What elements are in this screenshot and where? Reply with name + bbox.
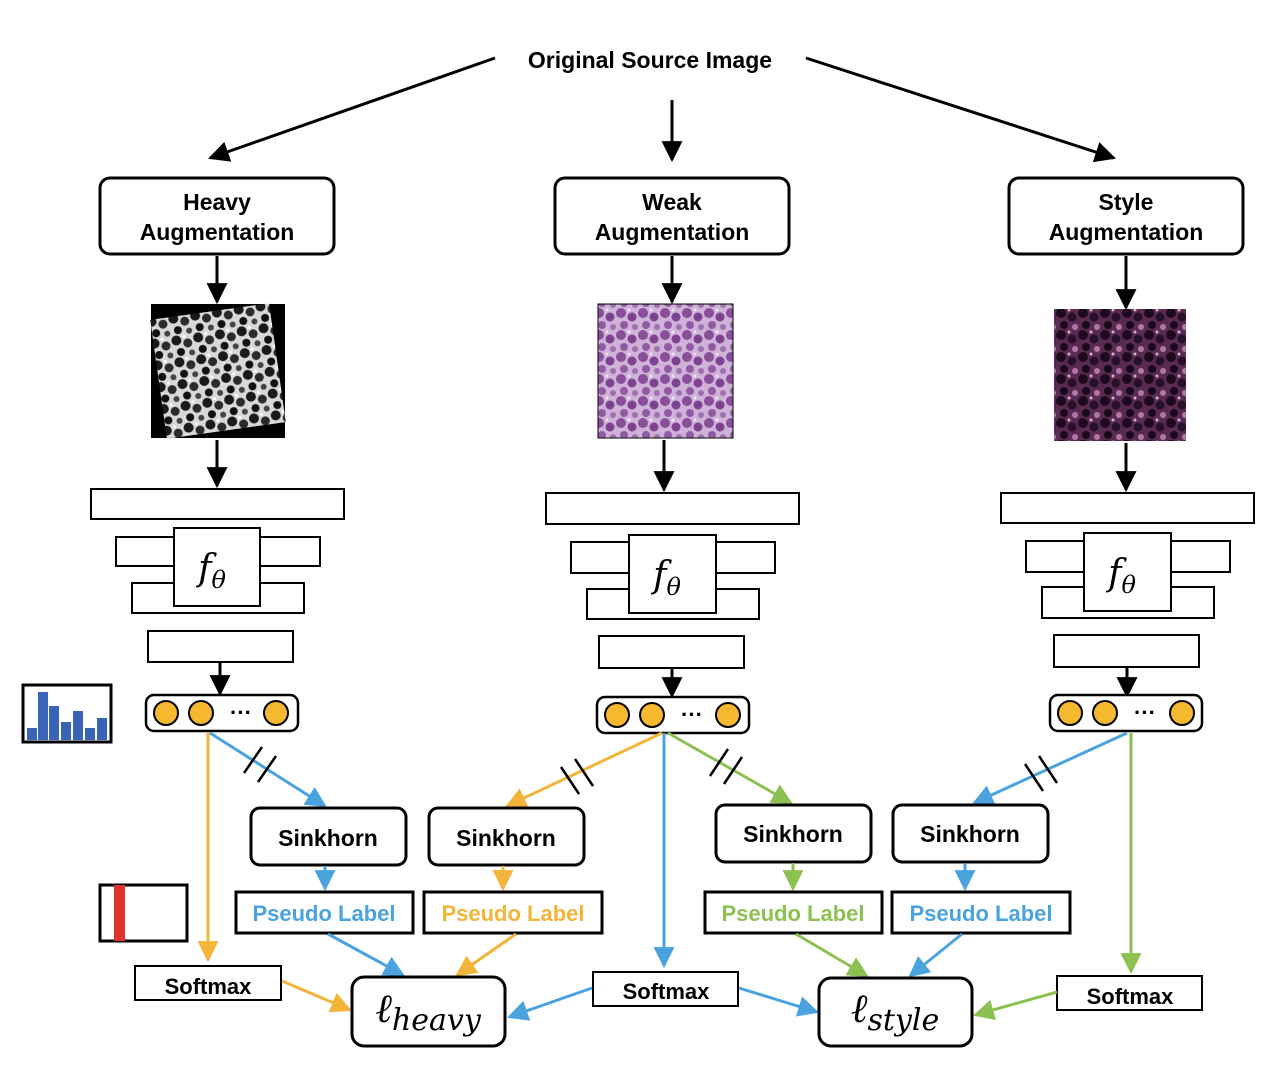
svg-text:Sinkhorn: Sinkhorn — [920, 821, 1020, 847]
loss-heavy-box: ℓheavy — [350, 975, 507, 1048]
diagram-title: Original Source Image — [528, 47, 772, 73]
sinkhorn-box-2: Sinkhorn — [427, 806, 586, 867]
arrow-to-heavy — [208, 56, 496, 162]
weak-to-sinkhorn-orange-arrow — [505, 731, 663, 808]
loss-heavy-label: ℓheavy — [375, 986, 482, 1038]
heavy-aug-line1: Heavy — [183, 189, 251, 215]
heavy-encoder: fθ — [90, 488, 345, 663]
svg-text:Softmax: Softmax — [623, 979, 711, 1004]
histogram-icon — [21, 683, 113, 744]
svg-text:Pseudo Label: Pseudo Label — [441, 901, 584, 926]
weak-augmented-image — [597, 303, 734, 439]
softmax-box-weak: Softmax — [592, 971, 739, 1007]
double-slash-icon — [559, 758, 595, 795]
svg-text:Softmax: Softmax — [165, 974, 253, 999]
pseudo-label-box-4: Pseudo Label — [890, 890, 1072, 935]
sinkhorn-box-3: Sinkhorn — [714, 803, 873, 864]
svg-text:Sinkhorn: Sinkhorn — [278, 825, 378, 851]
svg-text:···: ··· — [681, 702, 703, 727]
style-augmentation-box: Style Augmentation — [1007, 176, 1245, 256]
weak-aug-line1: Weak — [642, 189, 702, 215]
style-feature-vector: ··· — [1048, 693, 1204, 733]
softmax-box-style: Softmax — [1056, 975, 1203, 1011]
svg-text:Sinkhorn: Sinkhorn — [456, 825, 556, 851]
svg-text:Softmax: Softmax — [1087, 984, 1175, 1009]
sinkhorn-box-1: Sinkhorn — [249, 806, 408, 867]
heavy-feature-vector: ··· — [144, 693, 300, 733]
double-slash-icon — [708, 748, 744, 785]
sinkhorn-box-4: Sinkhorn — [891, 803, 1050, 864]
svg-text:···: ··· — [230, 700, 252, 725]
weak-encoder: fθ — [545, 492, 800, 669]
loss-style-box: ℓstyle — [817, 976, 974, 1048]
pseudo-label-box-1: Pseudo Label — [234, 890, 415, 935]
svg-text:Pseudo Label: Pseudo Label — [252, 901, 395, 926]
svg-text:Sinkhorn: Sinkhorn — [743, 821, 843, 847]
arrow-to-style — [805, 56, 1116, 163]
style-aug-line1: Style — [1099, 189, 1154, 215]
one-hot-icon — [98, 883, 189, 943]
weak-to-sinkhorn-green-arrow — [667, 731, 793, 805]
heavy-augmented-image — [150, 303, 286, 439]
style-aug-line2: Augmentation — [1049, 219, 1204, 245]
heavy-aug-line2: Augmentation — [140, 219, 295, 245]
double-slash-icon — [1023, 755, 1059, 792]
svg-text:···: ··· — [1134, 700, 1156, 725]
pseudo-label-box-2: Pseudo Label — [422, 890, 604, 935]
weak-aug-line2: Augmentation — [595, 219, 750, 245]
heavy-augmentation-box: Heavy Augmentation — [98, 176, 336, 256]
style-to-sinkhorn-arrow — [972, 731, 1128, 805]
softmax-box-heavy: Softmax — [134, 965, 282, 1001]
style-augmented-image — [1054, 309, 1186, 441]
weak-feature-vector: ··· — [595, 695, 751, 735]
svg-text:Pseudo Label: Pseudo Label — [909, 901, 1052, 926]
loss-style-label: ℓstyle — [851, 986, 939, 1038]
double-slash-icon — [242, 746, 278, 783]
style-encoder: fθ — [1000, 492, 1255, 668]
pseudo-label-box-3: Pseudo Label — [703, 890, 884, 935]
weak-augmentation-box: Weak Augmentation — [553, 176, 791, 256]
svg-text:Pseudo Label: Pseudo Label — [721, 901, 864, 926]
